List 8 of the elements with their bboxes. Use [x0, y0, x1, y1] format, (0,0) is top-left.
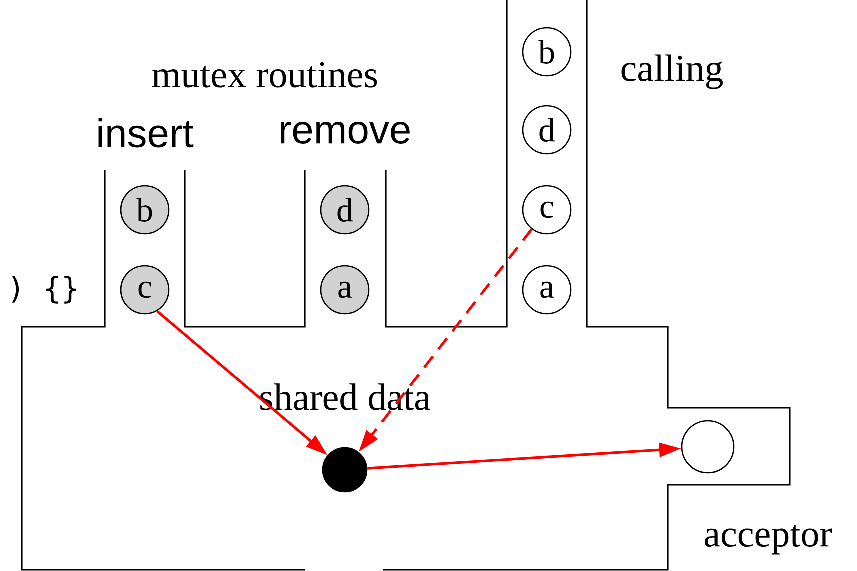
acceptor-circle — [681, 420, 735, 474]
label-text: ) {} — [12, 276, 76, 304]
label-text: acceptor — [705, 525, 832, 555]
data-dot — [322, 447, 368, 493]
label-text: mutex routines — [152, 62, 378, 88]
label-text: calling — [622, 54, 723, 90]
label-text: insert — [98, 118, 194, 148]
label-text: remove — [280, 122, 410, 144]
